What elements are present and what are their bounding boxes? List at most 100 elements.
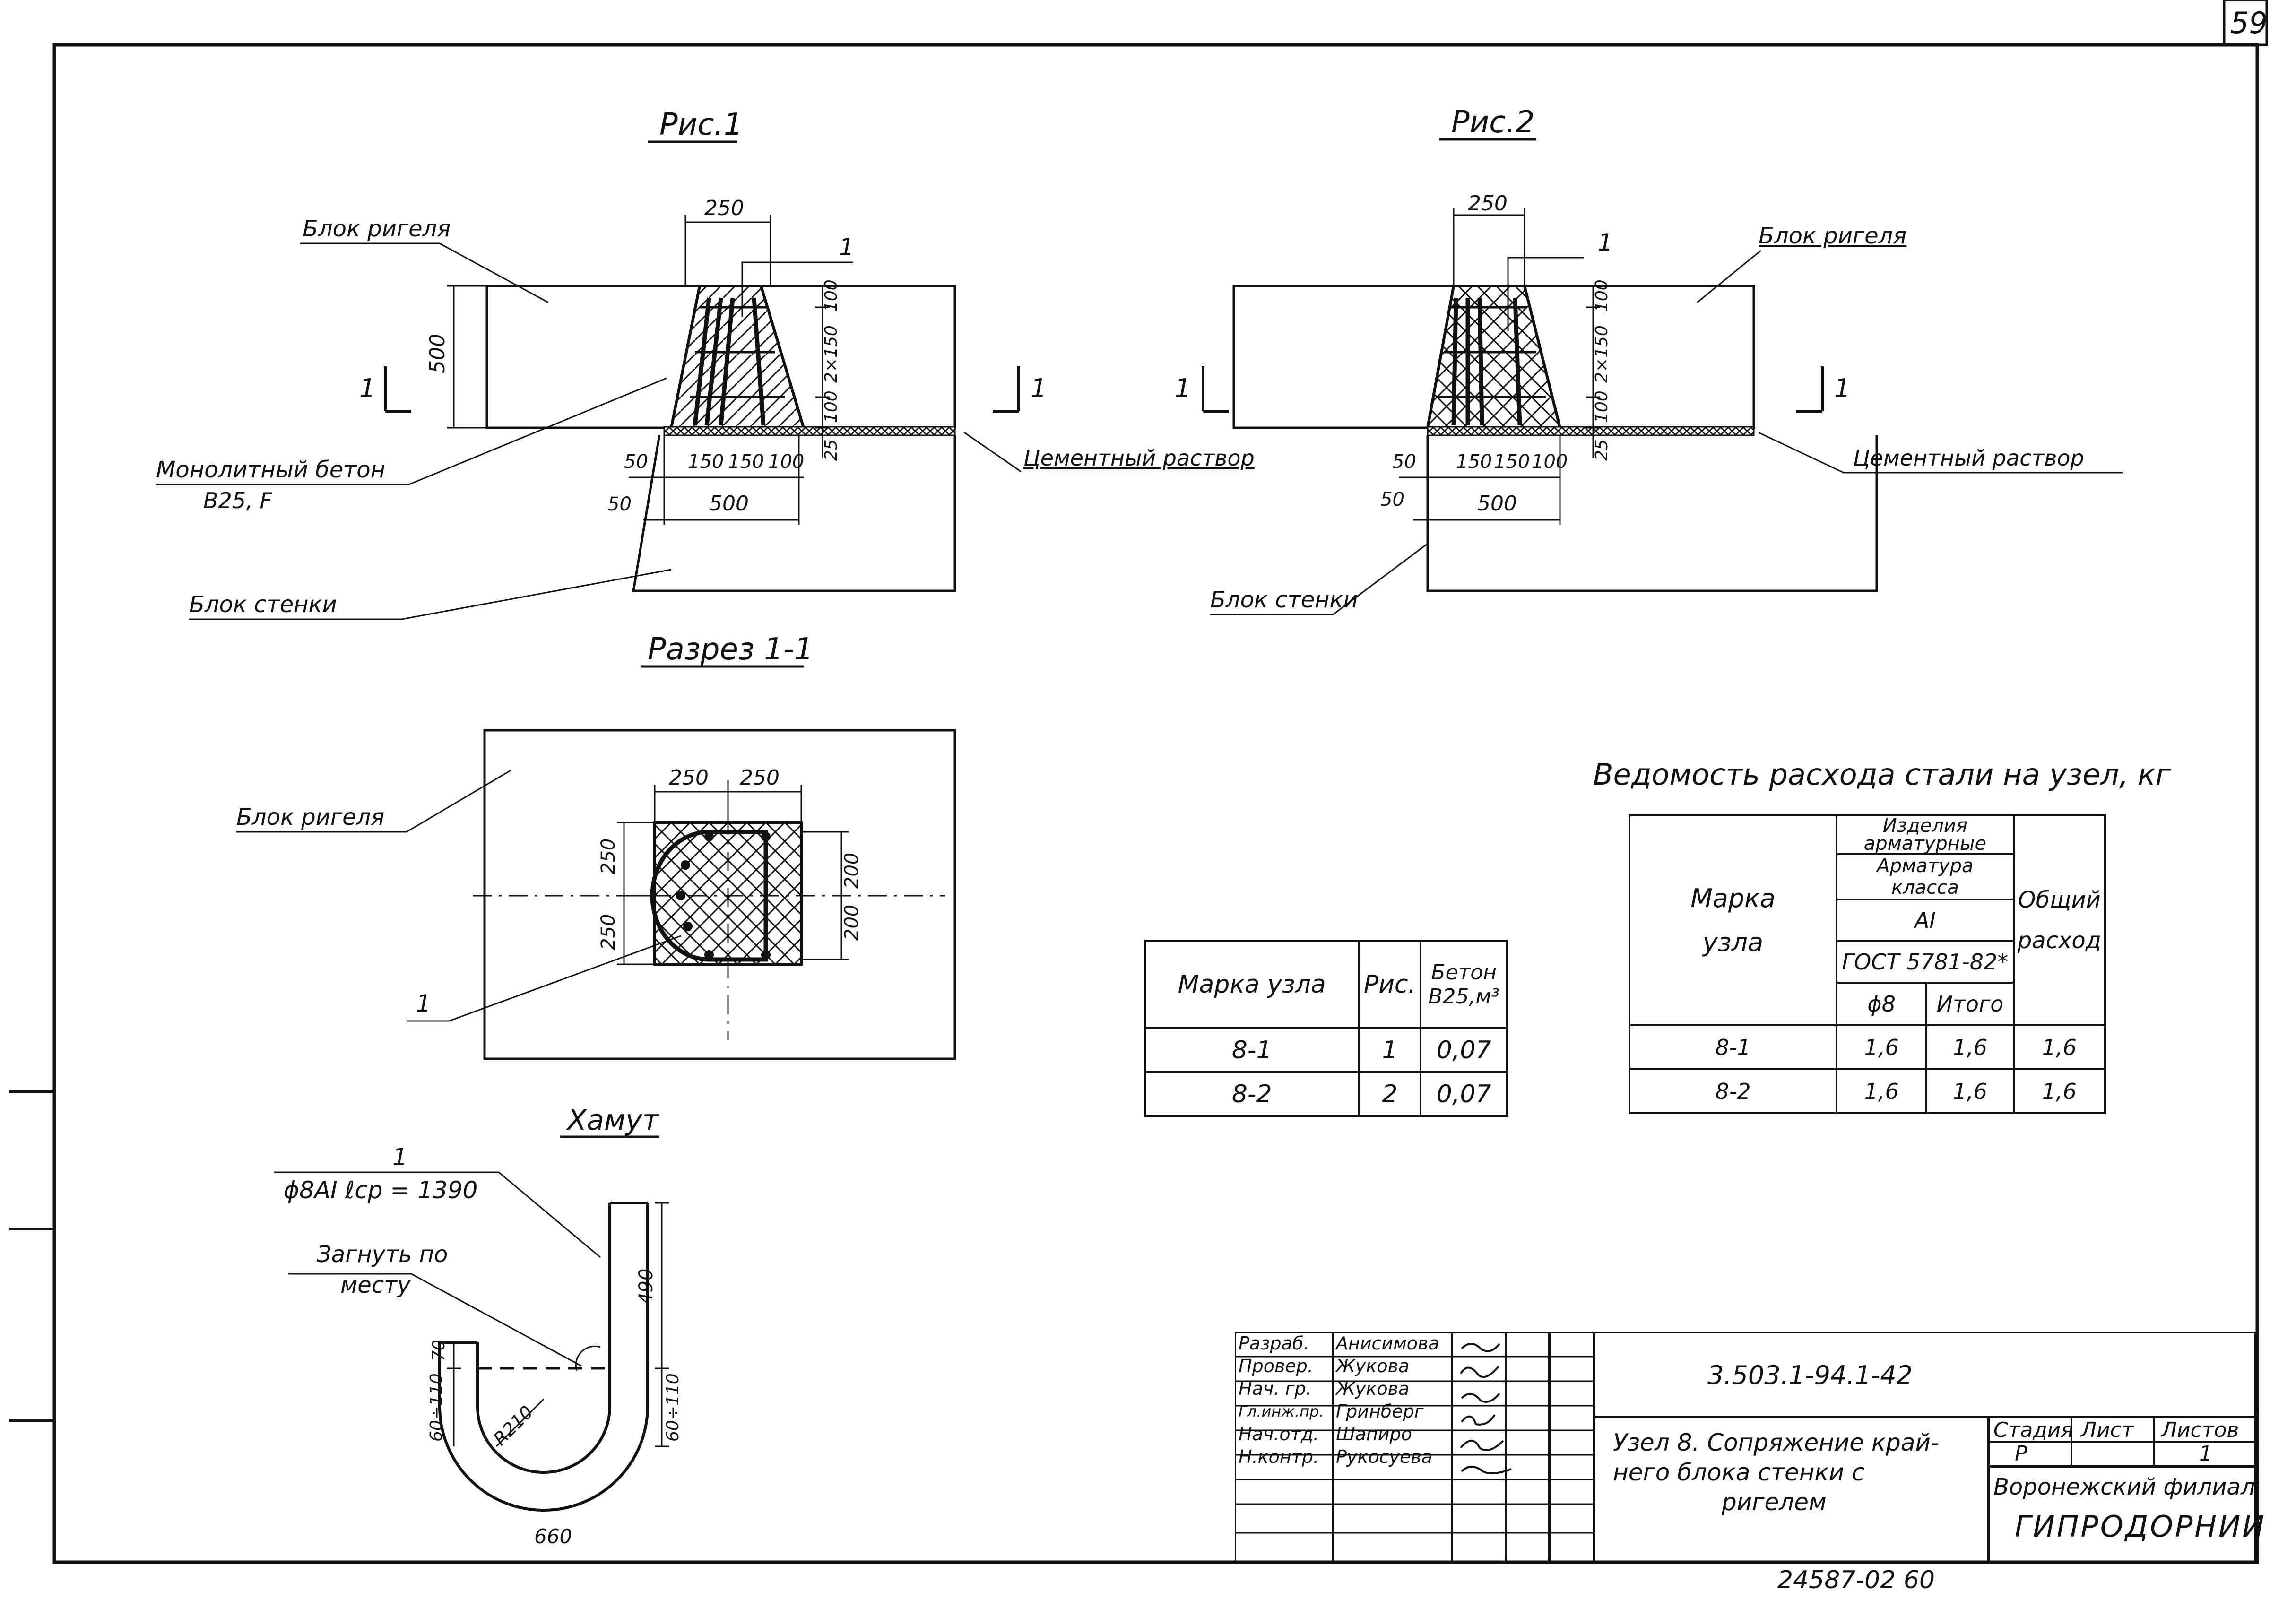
fig2-title: Рис.2 <box>1451 105 1534 140</box>
concrete-table: Марка узла Рис. Бетон В25,м³ 8-1 1 0,07 … <box>1144 940 1508 1117</box>
steel-table-header-mark: Марка узла <box>1628 814 1838 1026</box>
concrete-table-value-2: 0,07 <box>1420 1071 1508 1117</box>
org-line-1: Воронежский филиал <box>1993 1474 2255 1500</box>
fig1-dim-100a: 100 <box>822 279 841 312</box>
title-block-lines <box>1235 1332 2256 1562</box>
fig2-section-mark-left: 1 <box>1175 373 1191 403</box>
stage-header: Стадия <box>1993 1418 2073 1442</box>
concrete-table-header-concrete-label: Бетон <box>1431 960 1497 985</box>
steel-table-dia-2: 1,6 <box>1836 1068 1928 1114</box>
name-2: Жукова <box>1336 1356 1410 1376</box>
steel-table-sum-2: 1,6 <box>1925 1068 2015 1114</box>
section-1-1-drawing: Разрез 1-1 250 250 <box>236 632 956 1060</box>
name-3: Жукова <box>1336 1378 1410 1399</box>
fig1-section-mark-left: 1 <box>359 373 375 403</box>
fig1-wall-label: Блок стенки <box>189 591 337 618</box>
fig2-dim-150a: 150 <box>1456 451 1492 473</box>
page-number: 59 <box>2230 6 2268 40</box>
fig2-wall-label: Блок стенки <box>1210 587 1358 613</box>
fig2-section-mark-right: 1 <box>1834 373 1850 403</box>
name-1: Анисимова <box>1336 1333 1439 1354</box>
steel-table-dia-1: 1,6 <box>1836 1024 1928 1070</box>
fig2-dim-150b: 150 <box>1494 451 1530 473</box>
fig1-dim-50b: 50 <box>607 493 632 515</box>
fig2-drawing: Рис.2 250 100 2×150 <box>1175 105 2123 615</box>
archive-number: 24587-02 60 <box>1777 1566 1935 1594</box>
name-5: Шапиро <box>1336 1424 1412 1444</box>
fig1-dim-150b: 150 <box>728 451 764 473</box>
steel-table-header-total-line1: Общий <box>2018 887 2101 913</box>
concrete-table-fig-2: 2 <box>1358 1071 1422 1117</box>
fig2-dim-50b: 50 <box>1380 489 1404 510</box>
stirrup-dim-660: 660 <box>534 1525 572 1548</box>
section-dim-r2: 200 <box>841 905 863 941</box>
steel-table-header-sum: Итого <box>1925 982 2015 1026</box>
fig1-dim-25: 25 <box>822 439 841 461</box>
concrete-table-header-fig: Рис. <box>1358 940 1422 1029</box>
description-line-3: ригелем <box>1722 1488 1827 1516</box>
steel-table-total-2: 1,6 <box>2012 1068 2106 1114</box>
title-block-roles: Разраб. Анисимова Провер. Жукова Нач. гр. Ж… <box>1235 1332 1451 1468</box>
section-dim-w2: 250 <box>740 766 780 790</box>
fig1-dim-500: 500 <box>709 492 749 516</box>
description-line-1: Узел 8. Сопряжение край- <box>1613 1429 1940 1456</box>
fig1-dim-top: 250 <box>704 196 744 220</box>
fig2-beam-label: Блок ригеля <box>1759 223 1906 249</box>
fig1-dim-50a: 50 <box>624 451 648 473</box>
role-4: Гл.инж.пр. <box>1239 1402 1324 1420</box>
concrete-table-mark-1: 8-1 <box>1144 1027 1360 1073</box>
fig1-dim-2x150: 2×150 <box>822 325 841 383</box>
section-dim-h2: 250 <box>598 914 619 950</box>
sheets-value: 1 <box>2199 1442 2212 1466</box>
fig1-beam-label: Блок ригеля <box>303 216 451 242</box>
name-4: Гринберг <box>1336 1401 1424 1422</box>
stirrup-note-line2: месту <box>340 1272 411 1298</box>
fig1-rebars <box>690 297 785 426</box>
section-item-mark: 1 <box>416 990 431 1017</box>
sheet-header: Лист <box>2081 1418 2134 1442</box>
stirrup-dim-60-110a: 60÷110 <box>427 1373 446 1442</box>
name-6: Рукосуева <box>1336 1446 1433 1467</box>
fig2-dim-100c: 100 <box>1532 451 1568 473</box>
fig2-dim-100a: 100 <box>1592 279 1612 312</box>
sheet-frame <box>9 0 2268 1564</box>
stage-value: Р <box>2015 1442 2027 1466</box>
fig2-item-mark: 1 <box>1598 229 1613 256</box>
stirrup-dim-60-110b: 60÷110 <box>663 1373 683 1442</box>
fig2-dim-25: 25 <box>1592 439 1612 461</box>
fig1-section-mark-right: 1 <box>1031 373 1047 403</box>
section-dim-w1: 250 <box>669 766 709 790</box>
steel-table-header-total-line2: расход <box>2017 927 2101 954</box>
fig1-drawing: Рис.1 <box>156 107 1255 620</box>
concrete-table-header-mark: Марка узла <box>1144 940 1360 1029</box>
fig2-dim-100b: 100 <box>1592 390 1612 423</box>
role-3: Нач. гр. <box>1239 1378 1312 1399</box>
concrete-table-header-concrete-unit: В25,м³ <box>1428 984 1500 1009</box>
role-5: Нач.отд. <box>1239 1424 1319 1444</box>
steel-table-header-products: Изделия арматурные <box>1836 814 2015 855</box>
fig1-mortar-label: Цементный раствор <box>1023 445 1255 471</box>
stirrup-note-line1: Загнуть по <box>317 1241 448 1268</box>
role-2: Провер. <box>1239 1356 1313 1376</box>
steel-table: Марка узла Изделия арматурные Общий расх… <box>1628 814 2106 1114</box>
steel-table-header-mark-line2: узла <box>1702 927 1764 957</box>
fig2-dim-2x150: 2×150 <box>1592 325 1612 383</box>
stirrup-dim-r210: R210 <box>489 1401 537 1449</box>
fig1-dim-100c: 100 <box>768 451 804 473</box>
steel-table-header-class: Арматура класса <box>1836 853 2015 900</box>
stirrup-spec: ϕ8AI ℓср = 1390 <box>284 1176 477 1204</box>
steel-table-header-class-value: AI <box>1836 899 2015 942</box>
steel-table-title: Ведомость расхода стали на узел, кг <box>1593 757 2171 792</box>
description-line-2: него блока стенки с <box>1613 1459 1865 1486</box>
org-line-2: ГИПРОДОРНИИ <box>2015 1509 2266 1544</box>
fig1-concrete-label: Монолитный бетон <box>156 457 385 483</box>
fig2-dim-top: 250 <box>1468 191 1508 216</box>
concrete-table-value-1: 0,07 <box>1420 1027 1508 1073</box>
section-beam-label: Блок ригеля <box>236 804 384 830</box>
role-1: Разраб. <box>1239 1333 1309 1354</box>
stirrup-dim-70: 70 <box>429 1340 449 1361</box>
stirrup-dim-490: 490 <box>635 1269 657 1305</box>
steel-table-sum-1: 1,6 <box>1925 1024 2015 1070</box>
steel-table-header-mark-line1: Марка <box>1690 883 1776 913</box>
